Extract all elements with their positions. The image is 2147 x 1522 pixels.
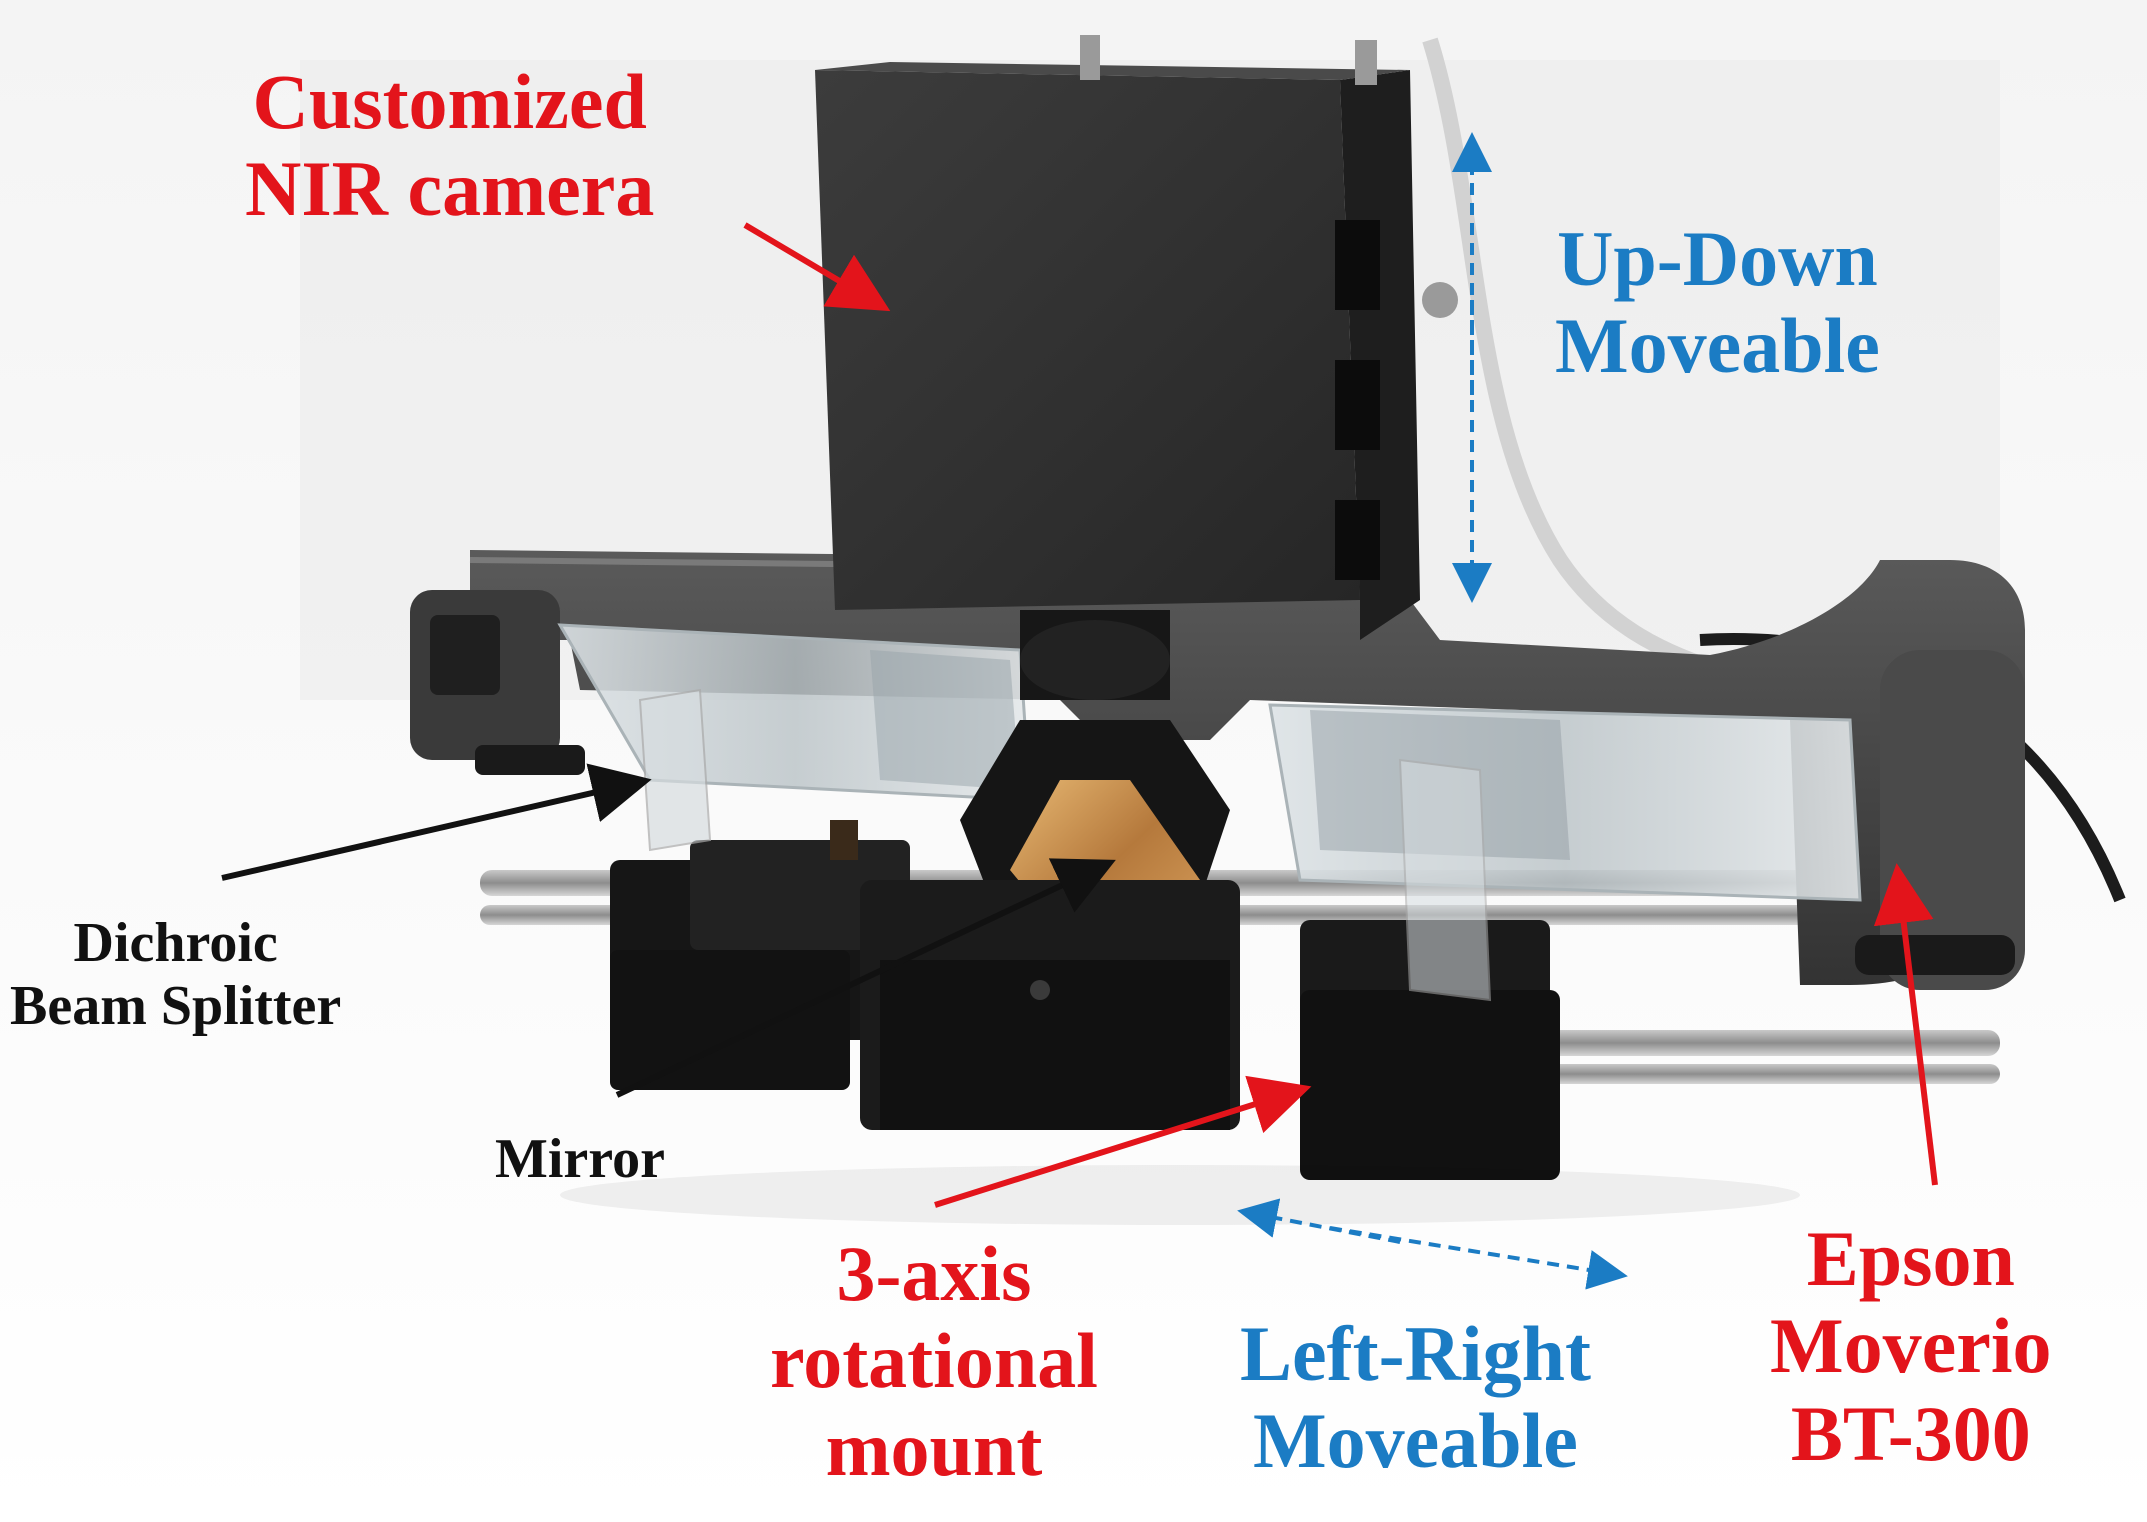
label-3-axis-rotational-mount: 3-axis rotational mount <box>770 1230 1098 1492</box>
label-up-down-moveable: Up-Down Moveable <box>1555 215 1880 390</box>
smart-glasses <box>410 550 2025 990</box>
arrow-camera <box>743 222 891 312</box>
arrow-epson <box>1873 863 1938 1186</box>
arrow-dichroic <box>221 763 652 881</box>
rail-rod-front <box>1500 1030 2000 1056</box>
arrow-leftright-right <box>1329 1226 1628 1290</box>
right-mount <box>1300 758 1560 1180</box>
arrow-mirror <box>615 858 1116 1098</box>
label-left-right-moveable: Left-Right Moveable <box>1240 1310 1591 1485</box>
nir-camera-body <box>815 35 1458 700</box>
label-epson-moverio-bt-300: Epson Moverio BT-300 <box>1770 1215 2052 1477</box>
label-dichroic-beam-splitter: Dichroic Beam Splitter <box>10 912 342 1037</box>
label-mirror: Mirror <box>495 1128 665 1190</box>
rotational-mount <box>860 880 1240 1130</box>
arrow-mount <box>934 1075 1312 1208</box>
label-customized-nir-camera: Customized NIR camera <box>245 58 655 233</box>
rail-rod-front-2 <box>1500 1064 2000 1084</box>
